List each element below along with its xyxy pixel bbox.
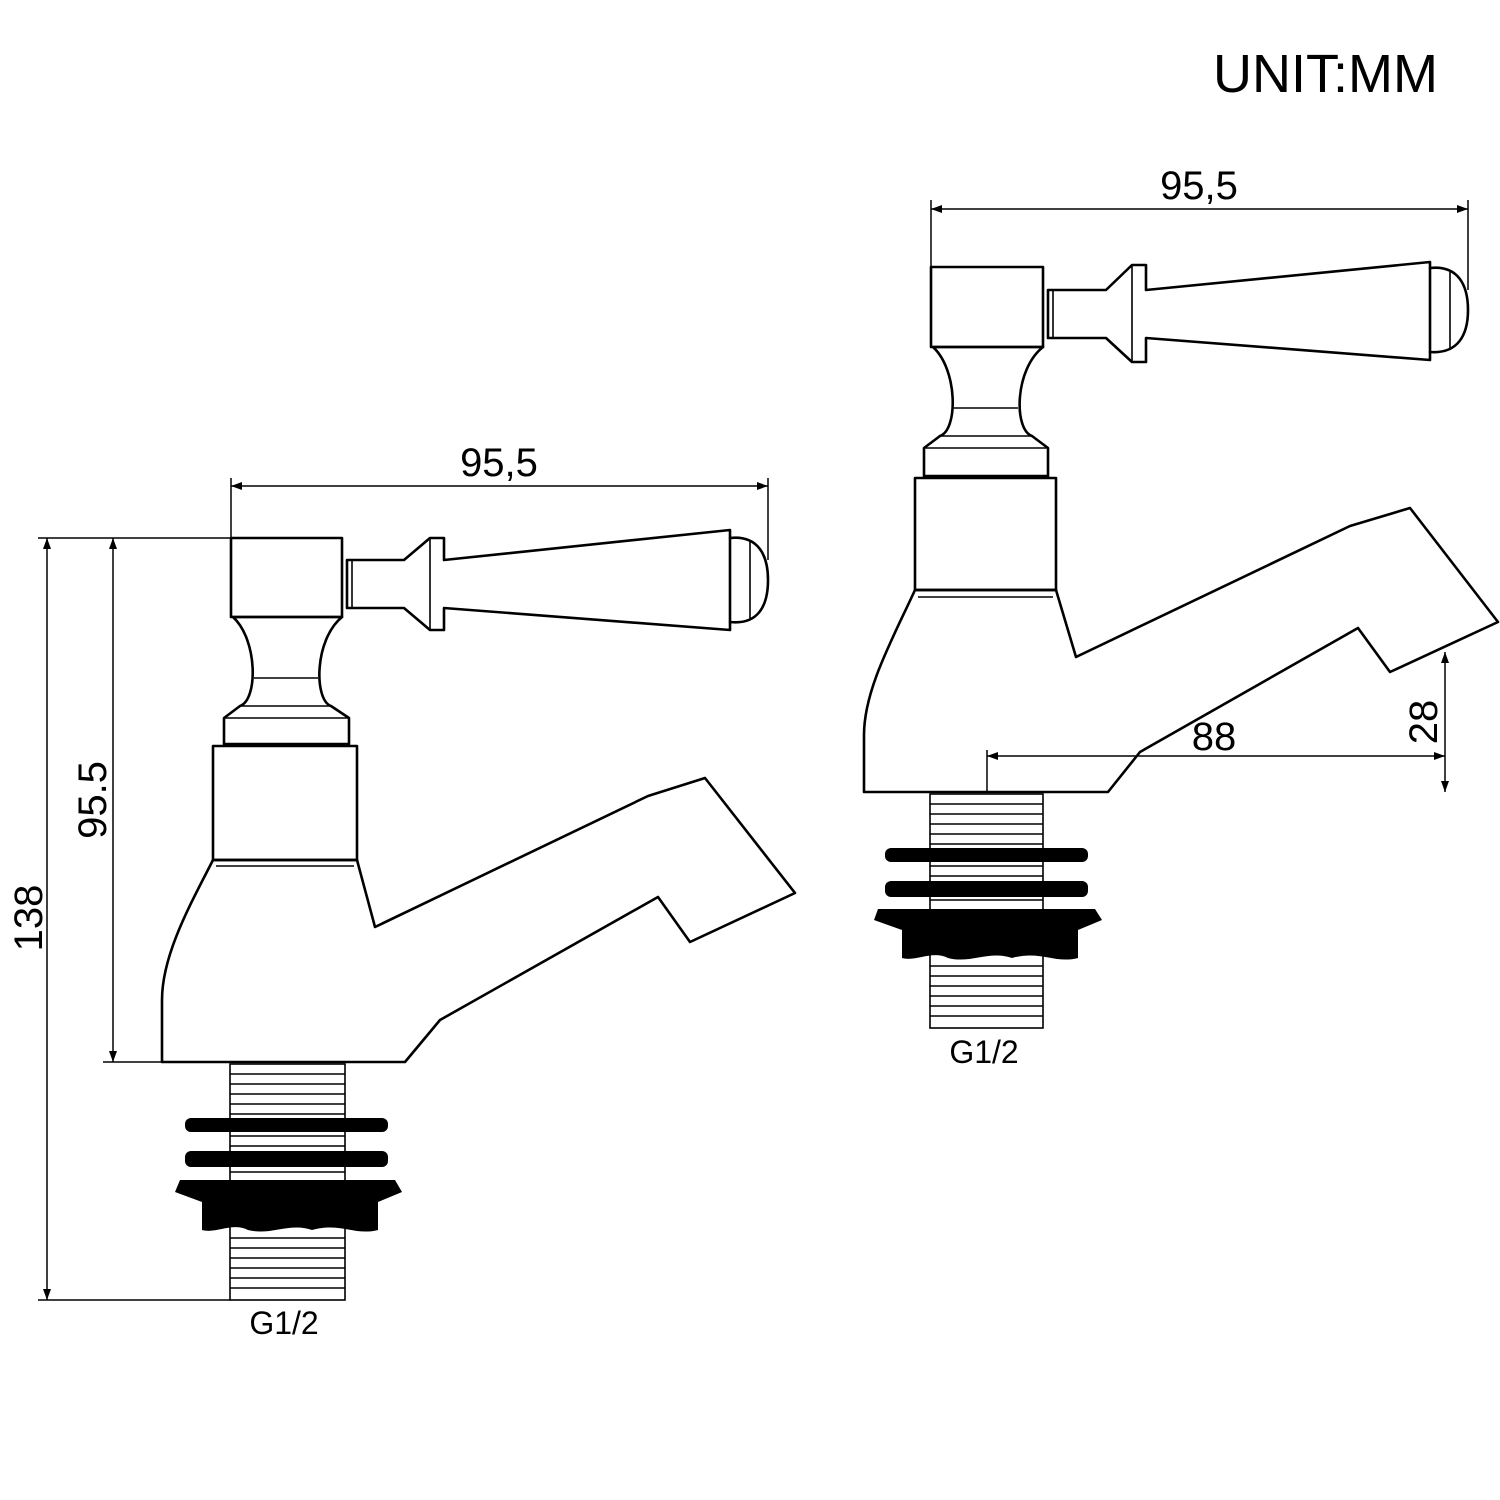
left-tap-body-height-label: 95.5 (71, 761, 115, 839)
right-tap-spout-height-label: 28 (1402, 700, 1446, 745)
right-tap-washer-top (885, 848, 1088, 862)
left-tap-thread-label: G1/2 (249, 1305, 318, 1341)
right-tap-head (929, 265, 1045, 349)
right-tap-width-label: 95,5 (1160, 164, 1238, 208)
right-tap-backnut (874, 909, 1102, 960)
left-tap-head (229, 536, 344, 619)
left-tap-total-height-label: 138 (7, 885, 51, 952)
right-tap-lever (1046, 260, 1432, 364)
left-tap-washer-middle (185, 1151, 388, 1167)
right-tap-washer-middle (885, 881, 1088, 897)
left-tap-body (160, 776, 797, 1064)
right-tap-thread-label: G1/2 (949, 1034, 1018, 1070)
left-tap-backnut (175, 1180, 402, 1232)
left-tap-collar (211, 744, 359, 862)
unit-label: UNIT:MM (1213, 44, 1438, 104)
right-tap-collar (913, 476, 1058, 592)
right-tap-body (862, 506, 1500, 794)
left-tap-thread (229, 1063, 346, 1301)
right-tap-valve-neck (922, 345, 1050, 478)
left-tap-valve-neck (222, 615, 351, 746)
right-tap-spout-reach-label: 88 (1192, 715, 1237, 759)
left-tap-washer-top (185, 1118, 388, 1132)
left-tap: 95,5 95.5 138 G1/2 (7, 441, 797, 1341)
right-tap: 95,5 88 28 G1/2 (862, 164, 1500, 1070)
left-tap-lever (345, 528, 732, 632)
left-tap-width-label: 95,5 (460, 441, 538, 485)
